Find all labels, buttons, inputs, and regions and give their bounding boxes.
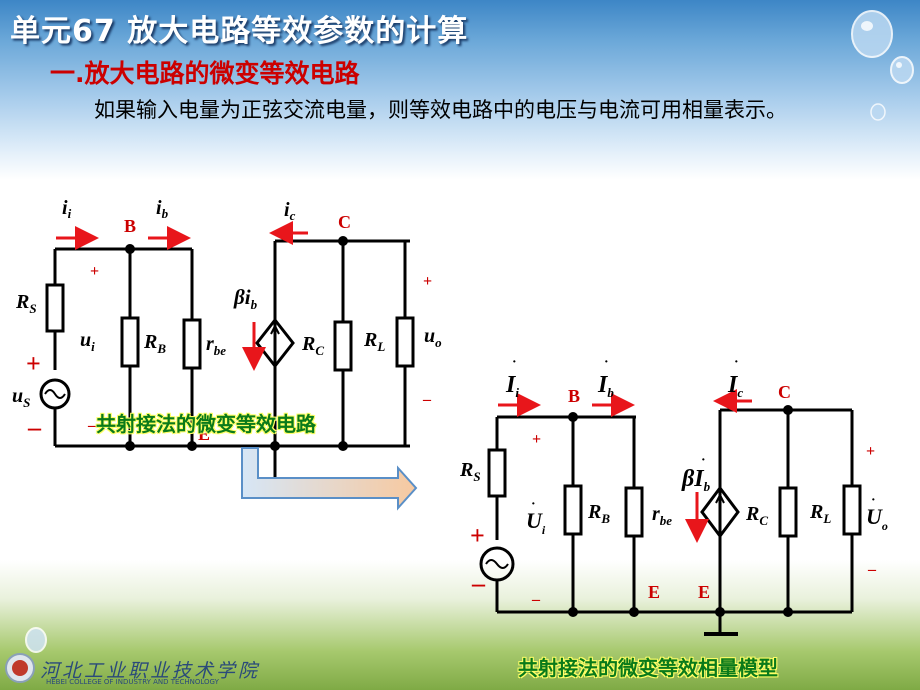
svg-text:Uo: Uo (866, 504, 888, 533)
svg-text:βIb: βIb (681, 466, 711, 494)
circuit-2 (479, 408, 862, 636)
svg-text:–: – (867, 561, 877, 578)
svg-text:–: – (27, 413, 42, 442)
svg-text:E: E (198, 424, 210, 444)
school-logo-icon (5, 627, 47, 683)
c2-resistor-rs (487, 448, 507, 498)
svg-text:–: – (422, 391, 432, 408)
c1-labels: ii ib ic B C E RS ui RB rbe βib RC RL uo… (12, 197, 442, 444)
svg-text:RL: RL (363, 329, 385, 354)
svg-text:C: C (338, 212, 351, 232)
c1-current-arrows (56, 221, 308, 371)
svg-text:·: · (531, 497, 536, 512)
svg-text:RL: RL (809, 501, 831, 526)
svg-text:B: B (124, 216, 136, 236)
circuit-2-caption: 共射接法的微变等效相量模型 (518, 656, 778, 680)
transition-arrow (241, 447, 418, 511)
svg-text:B: B (568, 386, 580, 406)
svg-text:–: – (471, 569, 486, 598)
svg-text:RC: RC (745, 503, 768, 528)
svg-text:+: + (90, 263, 99, 280)
c2-controlled-source (700, 485, 740, 539)
svg-text:–: – (87, 417, 97, 434)
svg-text:RC: RC (301, 333, 324, 358)
svg-text:RB: RB (587, 501, 610, 526)
section-heading: 一.放大电路的微变等效电路 (50, 59, 360, 88)
c1-nodes (125, 236, 348, 451)
svg-text:rbe: rbe (206, 333, 226, 358)
circuit-1-caption: 共射接法的微变等效电路 (96, 412, 316, 436)
svg-text:uo: uo (424, 325, 442, 350)
svg-text:Ic: Ic (727, 372, 743, 400)
svg-text:RS: RS (459, 459, 481, 484)
svg-text:ib: ib (156, 197, 169, 221)
c1-resistor-rs (45, 283, 65, 333)
c2-current-arrows (498, 389, 752, 543)
svg-text:–: – (531, 591, 541, 608)
background-sky (0, 0, 920, 180)
svg-text:C: C (778, 382, 791, 402)
c1-resistor-rbe (182, 318, 202, 370)
svg-text:ic: ic (284, 199, 296, 223)
svg-text:Ib: Ib (597, 372, 614, 400)
school-name-cn: 河北工业职业技术学院 (40, 660, 261, 682)
c2-resistor-rl (842, 484, 862, 536)
c2-resistor-rb (563, 484, 583, 536)
c2-labels: · Ii · Ib · Ic B C E E RS · Ui RB rbe · … (459, 355, 888, 608)
background-grass (0, 560, 920, 690)
svg-text:+: + (423, 273, 432, 290)
water-drops-decoration (851, 10, 914, 121)
svg-text:·: · (512, 355, 517, 370)
svg-text:·: · (734, 355, 739, 370)
c1-controlled-source (255, 317, 295, 369)
svg-text:Ii: Ii (505, 372, 519, 400)
c1-resistor-rc (333, 320, 353, 372)
c2-nodes (568, 405, 793, 617)
c2-resistor-rbe (624, 486, 644, 538)
svg-text:rbe: rbe (652, 503, 672, 528)
svg-text:+: + (532, 431, 541, 448)
svg-text:RB: RB (143, 331, 166, 356)
svg-text:Ui: Ui (526, 508, 546, 537)
svg-text:+: + (26, 349, 41, 378)
svg-text:E: E (698, 582, 710, 602)
svg-text:·: · (604, 355, 609, 370)
svg-text:uS: uS (12, 385, 30, 410)
svg-text:E: E (648, 582, 660, 602)
svg-text:·: · (701, 453, 706, 468)
c1-resistor-rb (120, 316, 140, 368)
intro-paragraph: 如果输入电量为正弦交流电量，则等效电路中的电压与电流可用相量表示。 (94, 98, 787, 122)
svg-text:ui: ui (80, 329, 95, 354)
svg-text:+: + (470, 521, 485, 550)
slide-title: 单元67 放大电路等效参数的计算 (10, 14, 469, 49)
svg-text:βib: βib (233, 285, 258, 312)
svg-text:·: · (871, 493, 876, 508)
school-name-en: HEBEI COLLEGE OF INDUSTRY AND TECHNOLOGY (46, 678, 219, 686)
svg-text:ii: ii (62, 197, 72, 221)
c1-resistor-rl (395, 316, 415, 368)
svg-text:RS: RS (15, 291, 37, 316)
svg-text:+: + (866, 443, 875, 460)
c2-resistor-rc (778, 486, 798, 538)
